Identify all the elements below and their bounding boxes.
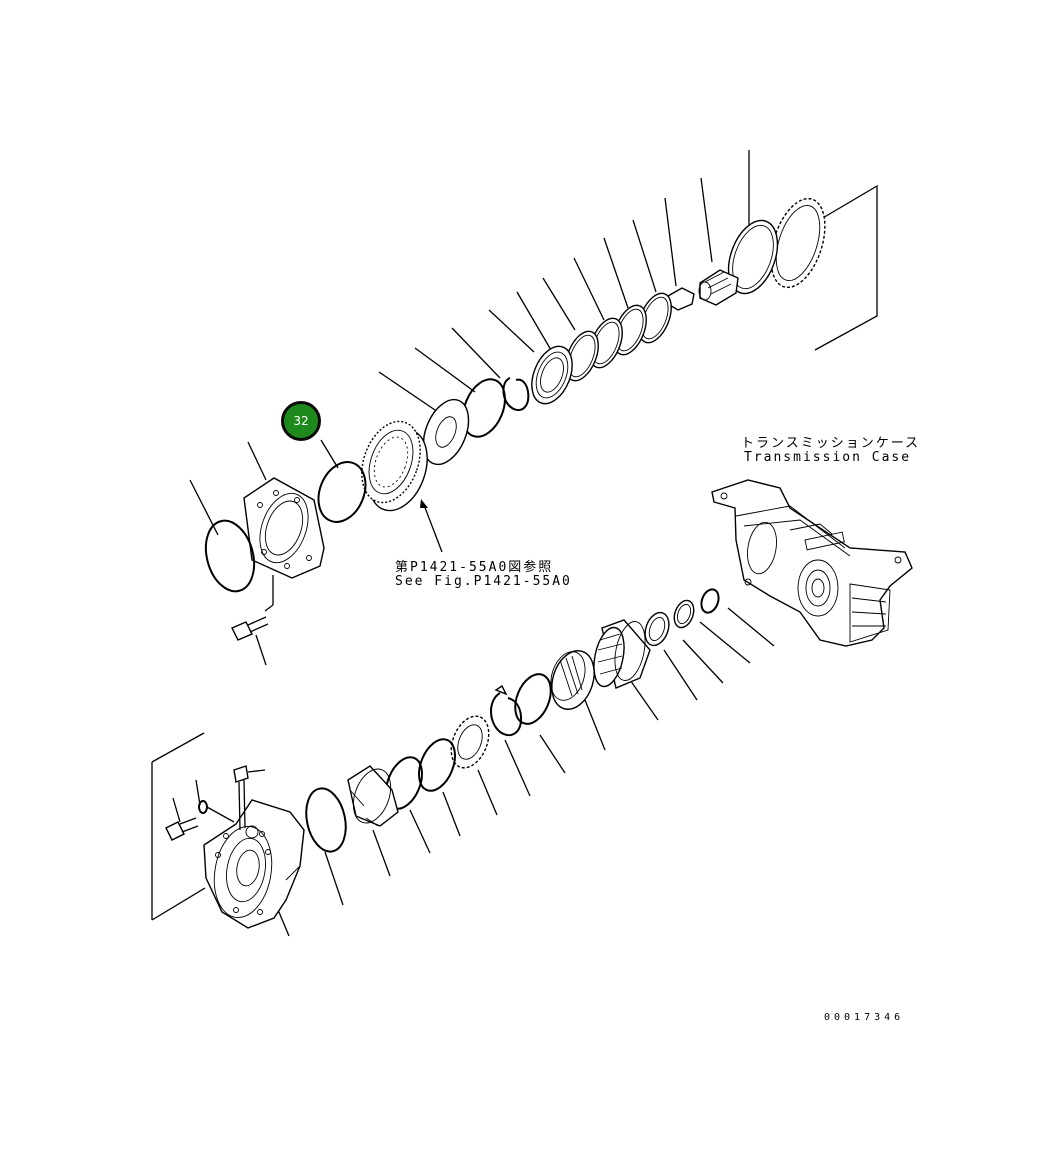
circlip <box>502 377 530 411</box>
ring-gear <box>770 197 826 289</box>
snap-ring-lower-2 <box>490 692 523 737</box>
clutch-drum <box>361 420 428 512</box>
transmission-case-label-jp: トランスミッションケース <box>741 436 921 451</box>
roller-bearing-lower <box>550 650 595 710</box>
upper-leader-lines <box>189 150 750 666</box>
washer-leader <box>206 806 235 823</box>
o-ring-lower-3 <box>305 787 347 853</box>
reference-label-en: See Fig.P1421-55A0 <box>395 574 572 589</box>
reference-arrow <box>423 504 443 553</box>
transmission-case <box>711 479 913 647</box>
breather-fitting <box>233 765 259 839</box>
washer-lower <box>198 800 208 814</box>
cover-plate <box>243 477 325 579</box>
seal-cage <box>347 765 399 827</box>
bearing-nut <box>450 715 490 769</box>
bearing-race <box>531 345 573 405</box>
o-ring-lower-1 <box>418 738 456 792</box>
lower-rings <box>644 588 720 647</box>
output-housing <box>203 799 305 929</box>
o-ring-left <box>204 519 256 593</box>
callout-badge-32[interactable]: 32 <box>281 401 321 441</box>
snap-ring-lower-1 <box>514 673 552 725</box>
reference-arrow-head <box>420 499 428 508</box>
snap-ring-series <box>565 292 672 382</box>
lower-leader-lines <box>151 607 775 937</box>
large-seal-ring <box>727 219 779 295</box>
thrust-washer <box>422 398 470 466</box>
transmission-case-label-en: Transmission Case <box>744 450 912 465</box>
bolt-lower <box>165 817 199 841</box>
roller-bearing-upper <box>593 619 651 689</box>
clip-tab <box>494 684 508 696</box>
bolt-upper <box>231 616 269 641</box>
callout-number: 32 <box>293 414 309 428</box>
o-ring-item-32 <box>317 461 367 523</box>
drawing-number: 00017346 <box>824 1012 905 1023</box>
o-ring-upper <box>462 378 506 438</box>
reference-label-jp: 第P1421-55A0図参照 <box>395 560 554 575</box>
gear-group-bracket <box>814 184 878 351</box>
splined-shaft <box>698 269 739 306</box>
